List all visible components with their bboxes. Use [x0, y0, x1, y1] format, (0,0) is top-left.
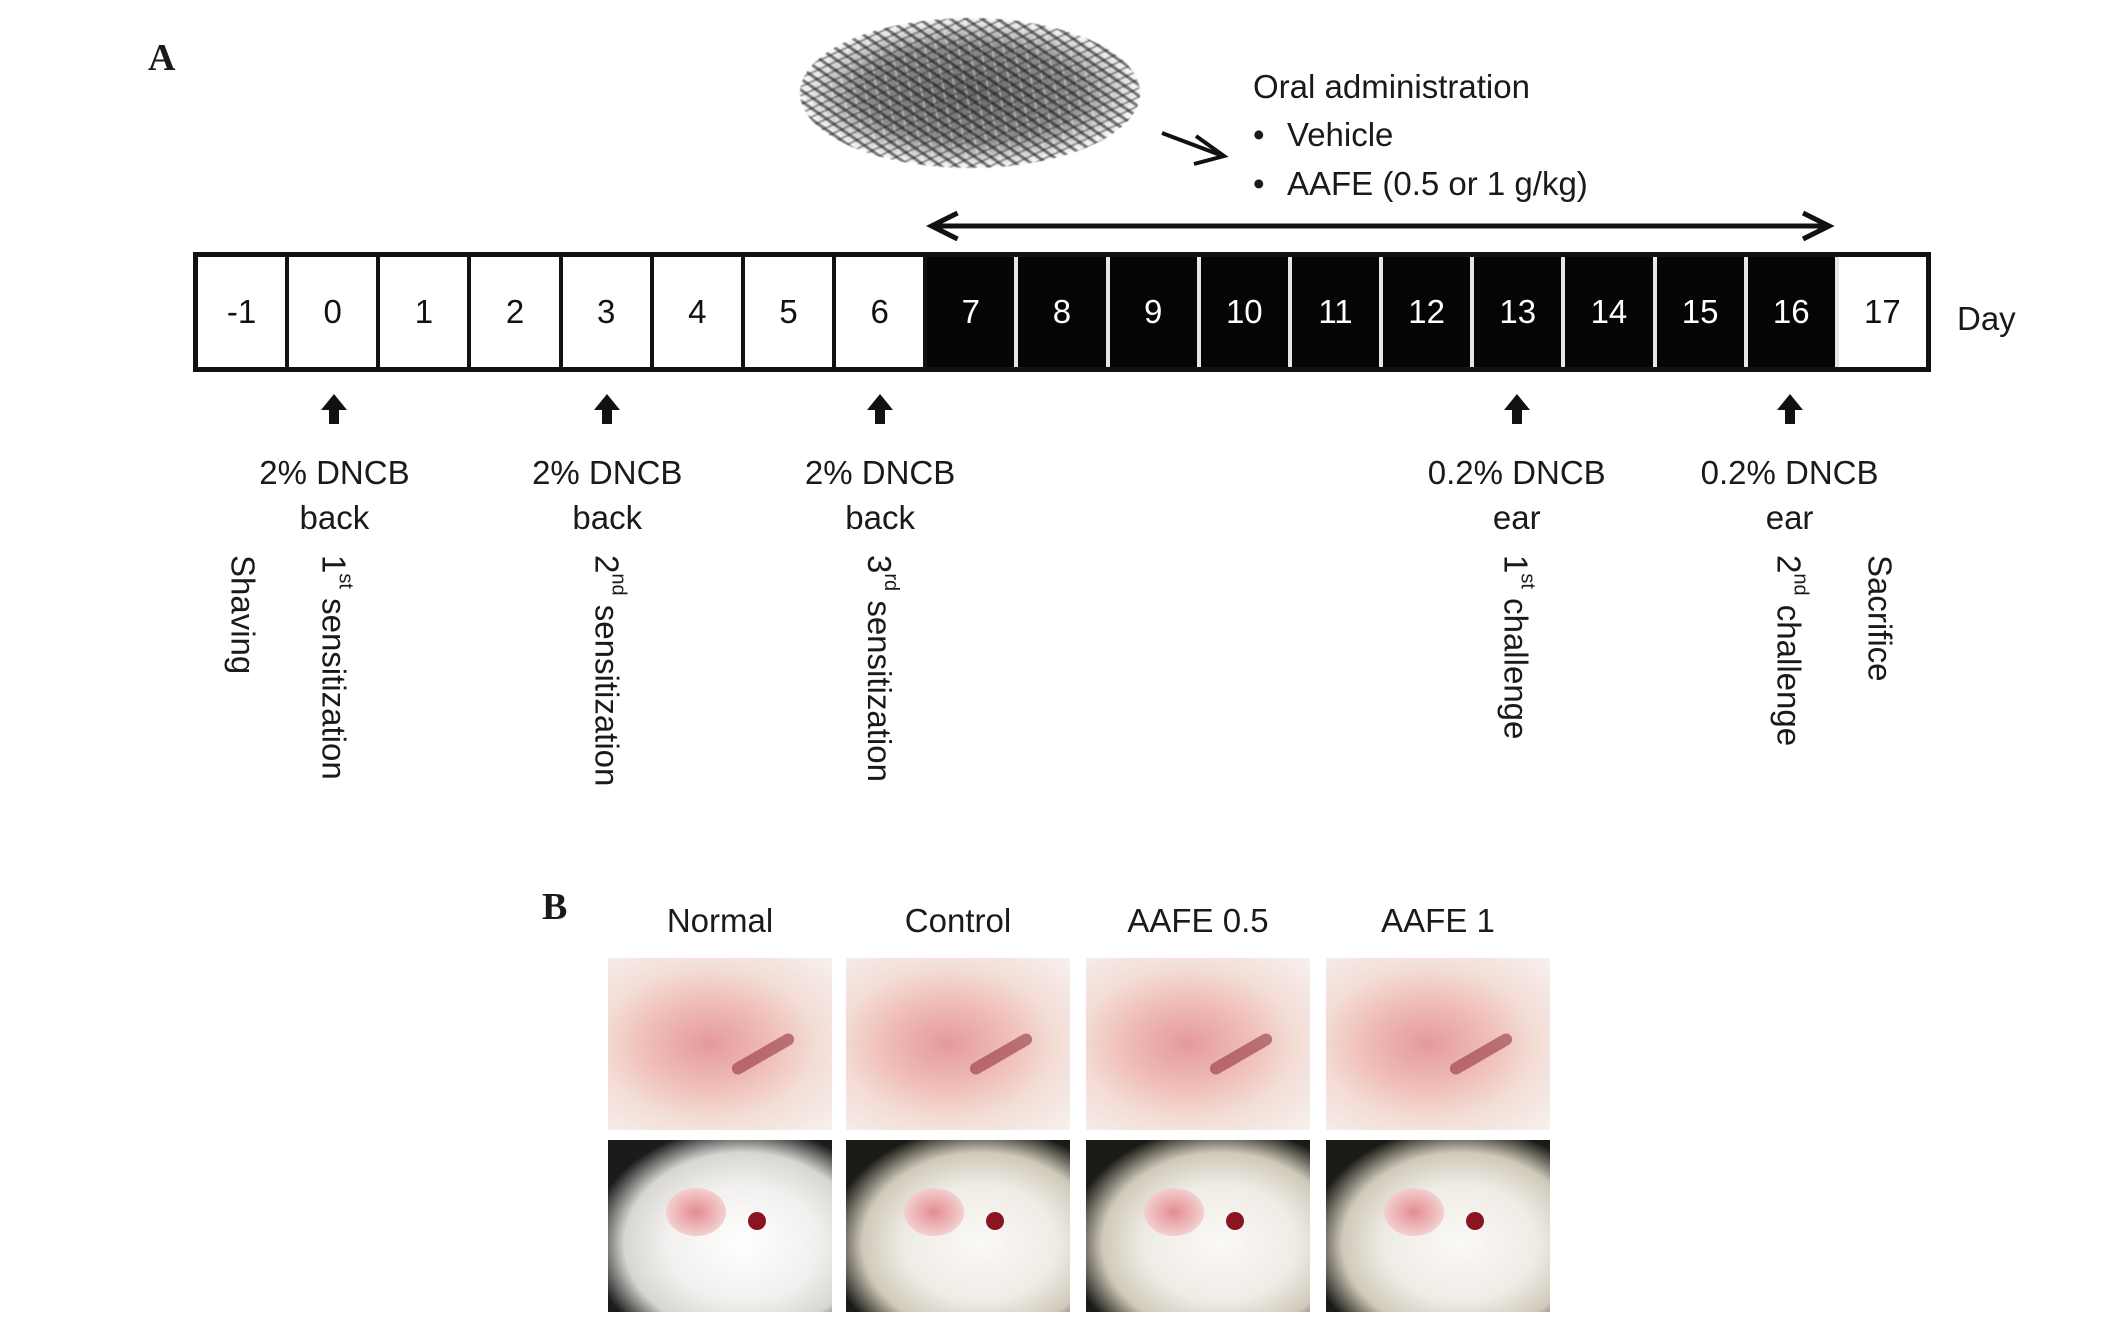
- up-arrow-icon: [319, 392, 349, 426]
- mouse-photo: [846, 1140, 1070, 1312]
- event-label: 2% DNCB back: [760, 450, 1000, 540]
- phase-text: sensitization: [861, 591, 899, 782]
- phase-ordinal: 1: [1497, 555, 1535, 574]
- phase-label: 1st sensitization: [314, 555, 356, 780]
- phase-ordinal: 2: [588, 555, 626, 574]
- administration-period-arrow: [925, 210, 1835, 242]
- event-dose: 2% DNCB: [532, 454, 683, 491]
- day-cell: 14: [1565, 257, 1657, 367]
- phase-ordinal-suffix: st: [334, 573, 357, 589]
- herb-to-oral-arrow-icon: [1161, 131, 1224, 158]
- phase-text: Sacrifice: [1861, 555, 1899, 682]
- day-cell: 9: [1109, 257, 1201, 367]
- event-label: 2% DNCB back: [214, 450, 454, 540]
- group-label: AAFE 0.5: [1127, 902, 1269, 939]
- day-cell: 17: [1838, 257, 1926, 367]
- up-arrow-icon: [592, 392, 622, 426]
- mouse-photo: [608, 1140, 832, 1312]
- event-site: back: [845, 499, 915, 536]
- oral-administration-title: Oral administration: [1253, 68, 1530, 105]
- phase-text: sensitization: [315, 588, 353, 780]
- oral-item-label: Vehicle: [1287, 116, 1394, 153]
- phase-label: 2nd challenge: [1770, 555, 1812, 746]
- event-dose: 0.2% DNCB: [1700, 454, 1879, 491]
- day-cell: 3: [562, 257, 654, 367]
- oral-item-label: AAFE (0.5 or 1 g/kg): [1287, 165, 1588, 202]
- herb-to-oral-arrow-head-icon: [1193, 134, 1229, 166]
- event-dose: 0.2% DNCB: [1427, 454, 1606, 491]
- phase-ordinal: 3: [861, 555, 899, 574]
- phase-label: Shaving: [223, 555, 265, 674]
- bullet-icon: •: [1253, 116, 1265, 153]
- up-arrow-icon: [1502, 392, 1532, 426]
- event-dose: 2% DNCB: [259, 454, 410, 491]
- ear-photo: [608, 958, 832, 1130]
- oral-item-aafe: • AAFE (0.5 or 1 g/kg): [1253, 165, 1588, 203]
- herb-image: [800, 18, 1140, 168]
- oral-item-vehicle: • Vehicle: [1253, 116, 1393, 154]
- mouse-photo: [1326, 1140, 1550, 1312]
- day-axis-label: Day: [1957, 300, 2016, 337]
- phase-ordinal-suffix: rd: [880, 573, 903, 592]
- phase-ordinal-suffix: nd: [1789, 573, 1812, 596]
- day-cell: 2: [471, 257, 563, 367]
- event-dose: 2% DNCB: [804, 454, 956, 491]
- phase-label: 3rd sensitization: [860, 555, 902, 782]
- panel-label-b: B: [542, 886, 568, 928]
- event-site: back: [299, 499, 370, 536]
- day-cell: 15: [1656, 257, 1748, 367]
- phase-label: 1st challenge: [1497, 555, 1539, 739]
- day-cell: 1: [380, 257, 472, 367]
- group-label: AAFE 1: [1381, 902, 1495, 939]
- day-cell: 8: [1018, 257, 1110, 367]
- day-cell: 5: [744, 257, 837, 367]
- day-cell: 0: [289, 257, 381, 367]
- day-cell: 4: [653, 257, 745, 367]
- phase-label: 2nd sensitization: [587, 555, 629, 786]
- event-site: ear: [1492, 499, 1541, 536]
- phase-ordinal: 1: [315, 555, 353, 574]
- bullet-icon: •: [1253, 165, 1265, 202]
- up-arrow-icon: [865, 392, 895, 426]
- phase-ordinal-suffix: st: [1516, 573, 1539, 589]
- day-cell: 10: [1200, 257, 1292, 367]
- event-label: 2% DNCB back: [487, 450, 727, 540]
- panel-label-a: A: [148, 37, 176, 79]
- event-site: ear: [1765, 499, 1814, 536]
- day-cell: 6: [836, 257, 928, 367]
- day-cell: 7: [927, 257, 1019, 367]
- phase-label: Sacrifice: [1861, 555, 1903, 682]
- phase-ordinal: 2: [1770, 555, 1808, 574]
- period-arrow-head-icon: [1801, 210, 1835, 242]
- ear-photo: [1086, 958, 1310, 1130]
- phase-text: sensitization: [588, 595, 626, 787]
- mouse-photo: [1086, 1140, 1310, 1312]
- event-site: back: [572, 499, 643, 536]
- day-cell: 11: [1291, 257, 1384, 367]
- day-cell: -1: [198, 257, 290, 367]
- event-label: 0.2% DNCB ear: [1397, 450, 1637, 540]
- group-label: Normal: [666, 902, 774, 939]
- ear-photo: [846, 958, 1070, 1130]
- group-label: Control: [904, 902, 1012, 939]
- ear-photo: [1326, 958, 1550, 1130]
- up-arrow-icon: [1775, 392, 1805, 426]
- day-cell: 12: [1383, 257, 1475, 367]
- phase-text: challenge: [1770, 595, 1808, 747]
- day-cell: 13: [1474, 257, 1566, 367]
- phase-ordinal-suffix: nd: [607, 573, 630, 596]
- phase-text: challenge: [1497, 588, 1535, 740]
- period-arrow-head-icon: [925, 210, 959, 242]
- day-cell: 16: [1747, 257, 1839, 367]
- event-label: 0.2% DNCB ear: [1670, 450, 1910, 540]
- phase-text: Shaving: [224, 555, 262, 675]
